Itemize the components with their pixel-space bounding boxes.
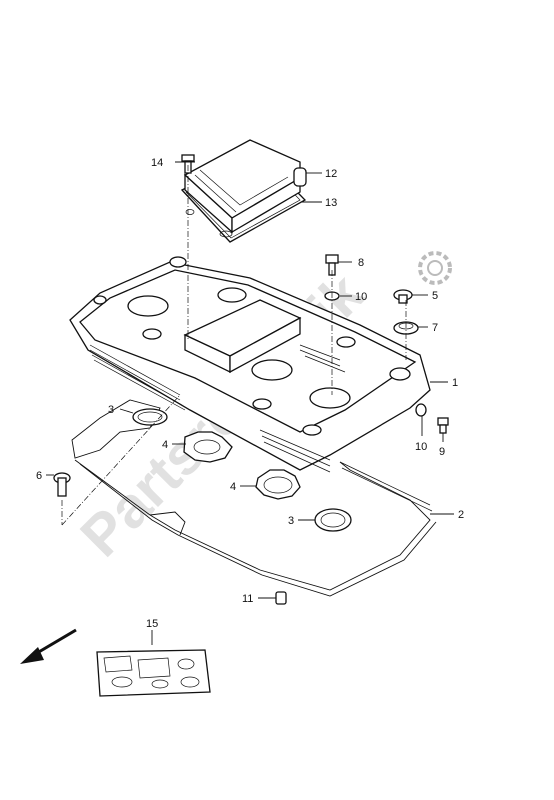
callout-5: 5 <box>432 290 438 302</box>
gasket-set-15 <box>96 649 211 697</box>
breather-cover <box>183 139 307 234</box>
callout-4b: 4 <box>230 481 236 493</box>
callout-10a: 10 <box>355 291 367 303</box>
callout-3b: 3 <box>288 515 294 527</box>
arrow-icon <box>20 628 77 664</box>
callout-15: 15 <box>146 618 158 630</box>
callout-13: 13 <box>325 197 337 209</box>
callout-2: 2 <box>458 509 464 521</box>
callout-7: 7 <box>432 322 438 334</box>
bolt-9 <box>437 417 449 434</box>
callout-1: 1 <box>452 377 458 389</box>
callout-8: 8 <box>358 257 364 269</box>
callout-10b: 10 <box>415 441 427 453</box>
head-cover-gasket <box>71 399 437 597</box>
leader-lines <box>46 161 454 645</box>
callout-6: 6 <box>36 470 42 482</box>
plug-seal-3a <box>132 408 168 426</box>
callout-4a: 4 <box>162 439 168 451</box>
callout-12: 12 <box>325 168 337 180</box>
washer-10b <box>415 403 427 417</box>
dowel-11 <box>275 591 287 605</box>
gear-icon <box>418 251 452 285</box>
plug-seal-3b <box>314 508 352 532</box>
cap-nut-5 <box>393 289 413 304</box>
cylinder-head-cover <box>69 256 431 473</box>
callout-11: 11 <box>242 593 253 605</box>
callout-labels: 14 12 13 8 10 5 7 1 10 9 3 4 4 3 2 6 11 … <box>36 157 464 630</box>
callout-3a: 3 <box>108 404 114 416</box>
plug-seal-4a <box>183 431 233 463</box>
plug-seal-4b <box>255 469 301 500</box>
bolt-6 <box>53 472 71 497</box>
callout-9: 9 <box>439 446 445 458</box>
assembly-lines <box>61 165 407 526</box>
callout-14: 14 <box>151 157 163 169</box>
